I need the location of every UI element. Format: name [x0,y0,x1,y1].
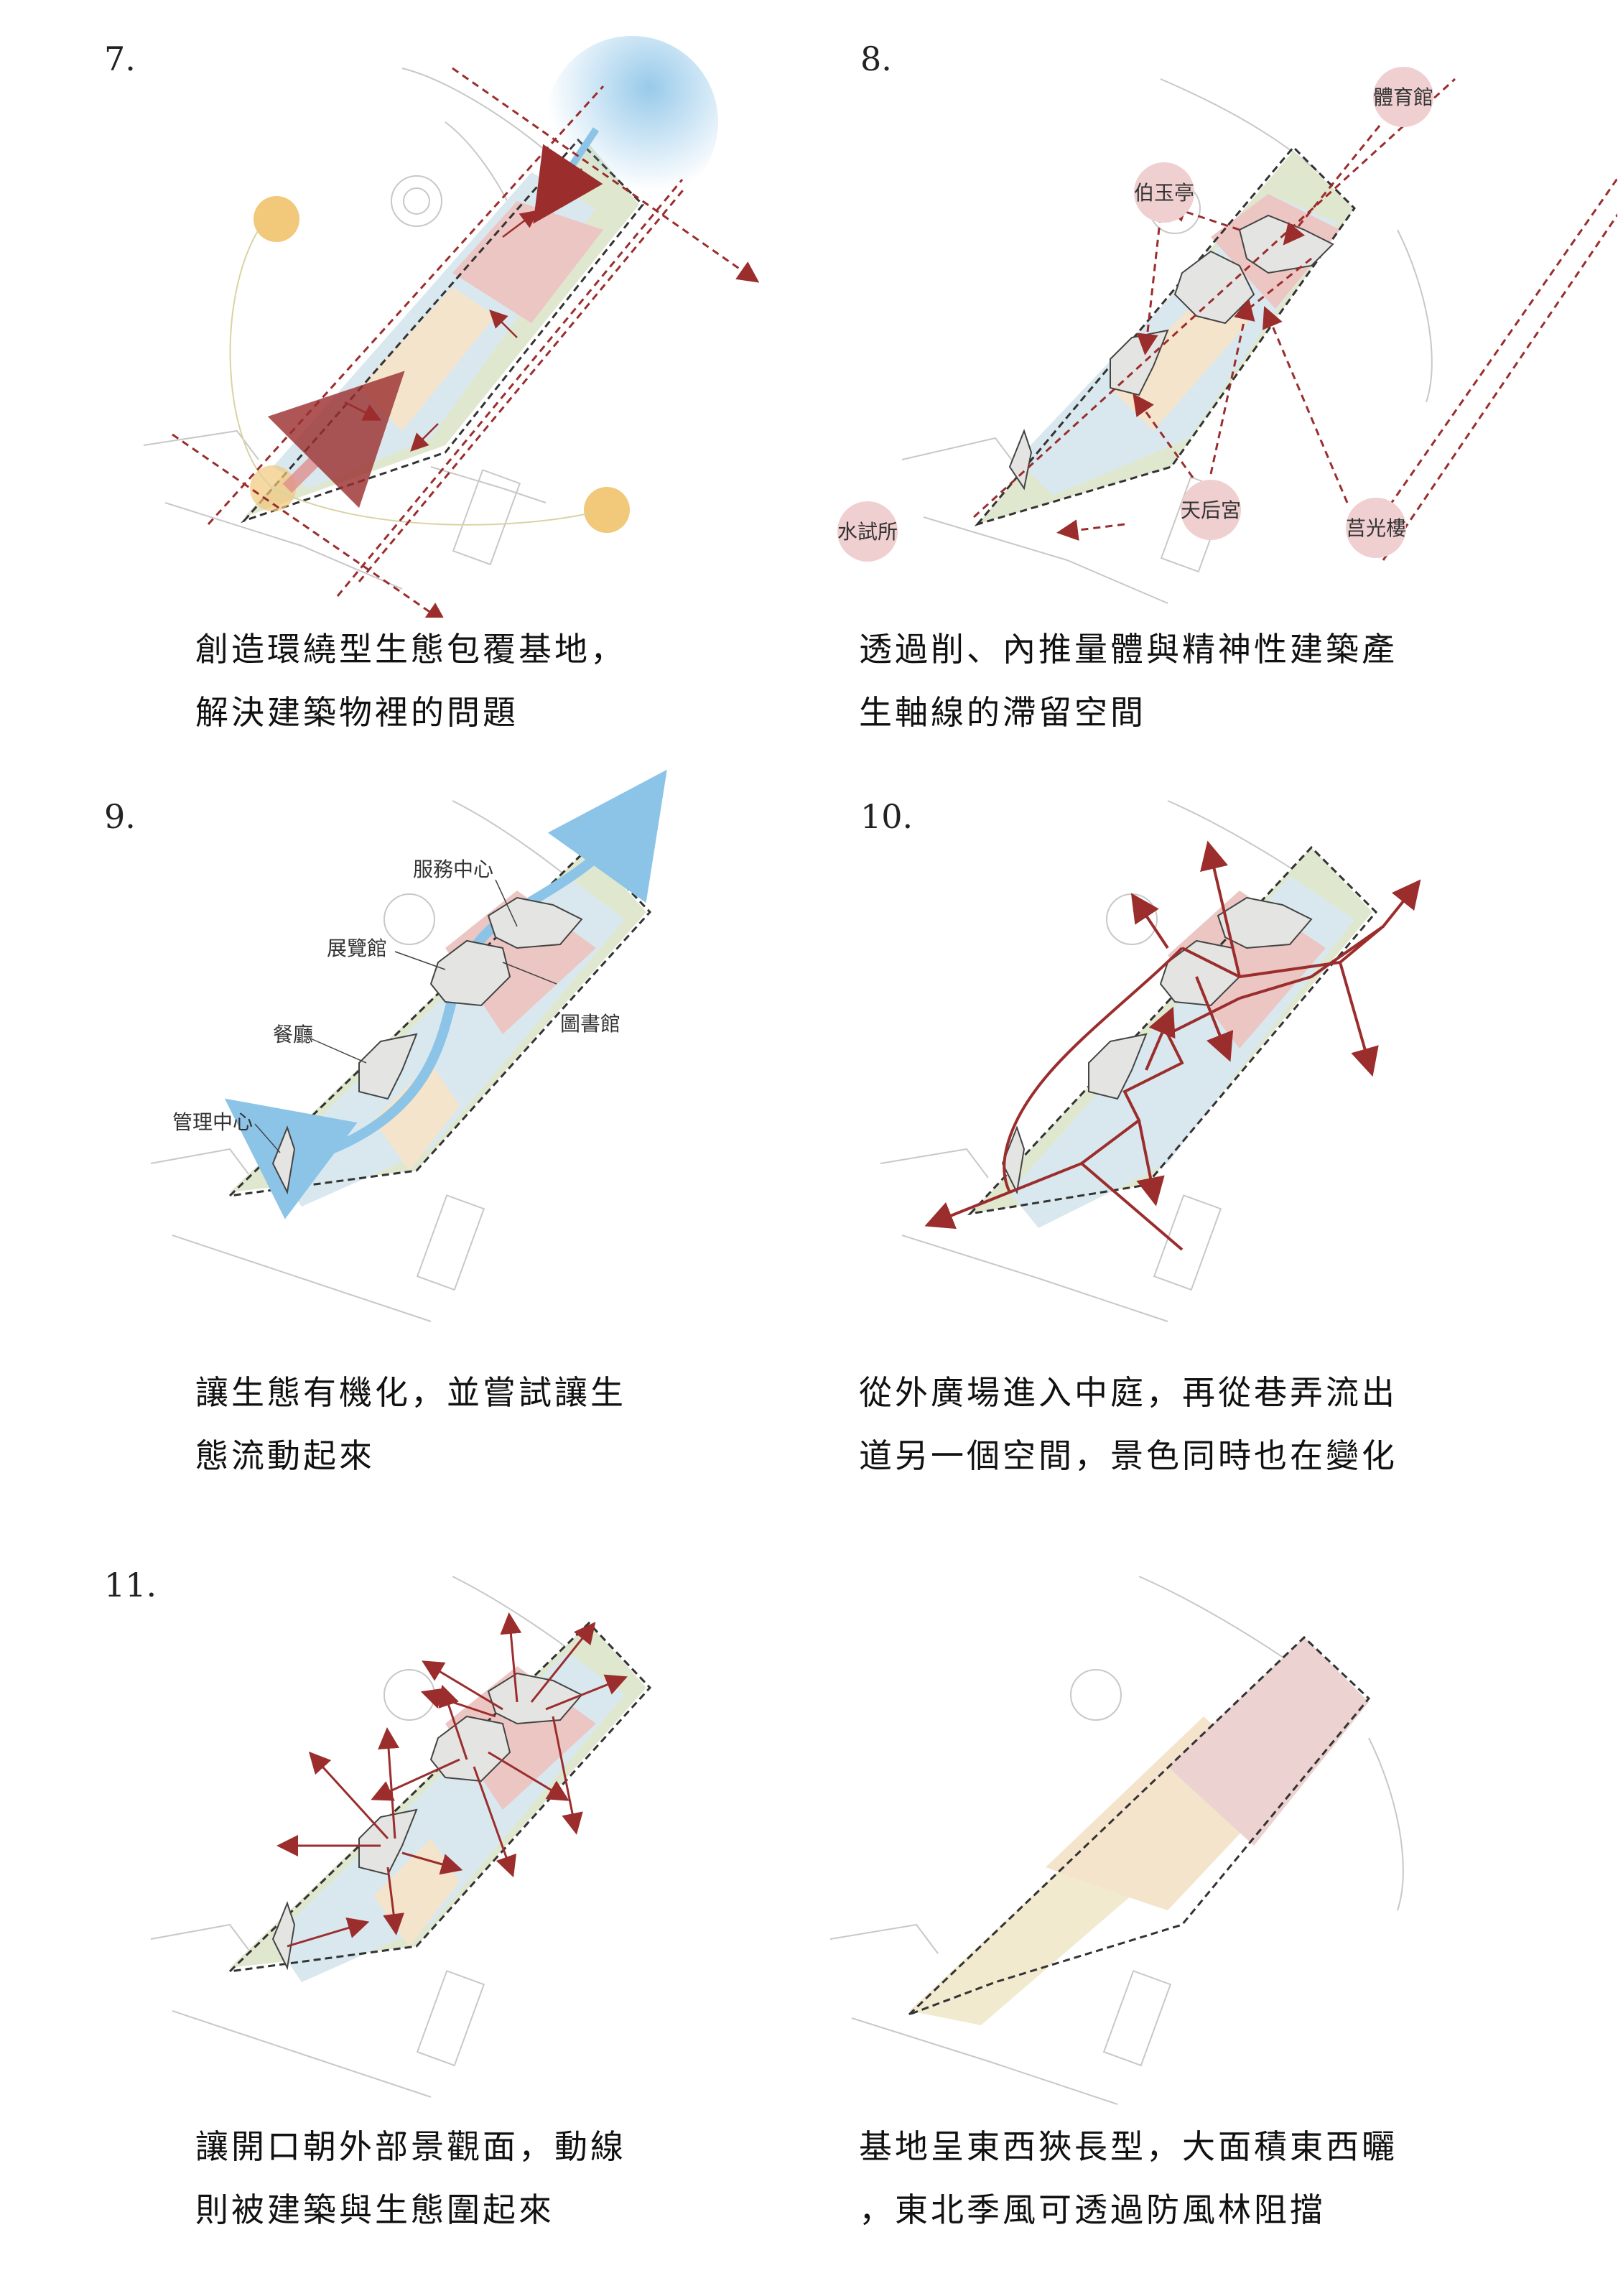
diagram-12 [829,1576,1404,2105]
label-juguang-tower: 莒光樓 [1346,498,1406,558]
caption-line: 從外廣場進入中庭，再從巷弄流出 [859,1373,1398,1412]
sun-icon [254,196,299,242]
label-exhibition-hall: 展覽館 [327,936,387,960]
context-map [829,1576,1404,2105]
panel-number: 7. [104,39,136,78]
label-fisheries-institute: 水試所 [837,501,898,562]
building-masses [271,1672,583,1971]
caption: 從外廣場進入中庭，再從巷弄流出 道另一個空間，景色同時也在變化 [859,1361,1398,1487]
panel-number: 11. [104,1566,157,1604]
caption-line: 態流動起來 [195,1436,375,1475]
panel-number: 8. [860,39,892,78]
sun-icon [584,487,630,533]
caption: 基地呈東西狹長型，大面積東西曬 ，東北季風可透過防風林阻擋 [859,2115,1398,2241]
label-service-center: 服務中心 [413,857,493,881]
caption-line: ，東北季風可透過防風林阻擋 [859,2190,1326,2229]
caption-line: 讓開口朝外部景觀面，動線 [195,2127,626,2166]
beige-zone [373,1063,460,1171]
panel-11: 11. [0,1523,809,2284]
diagram-7 [143,36,760,618]
ventilation-arrow-icon [267,371,405,508]
label-restaurant: 餐廳 [273,1023,313,1046]
inward-arrows [344,168,582,452]
panel-number: 9. [104,797,136,836]
panel-7: 7. [0,0,809,761]
panel-10: 10. [809,761,1617,1523]
label-stadium: 體育館 [1373,67,1433,127]
caption-line: 道另一個空間，景色同時也在變化 [859,1436,1398,1475]
diagram-8: 體育館 伯玉亭 水試所 天后宮 莒光樓 [837,67,1617,604]
building-masses [1001,896,1313,1195]
site-outline [908,1635,1371,2016]
context-map [150,1576,618,2098]
pink-zone [1168,1637,1369,1846]
opening-arrows [276,1612,628,1948]
panel-8: 8. [809,0,1617,761]
label-library: 圖書館 [560,1012,620,1036]
caption: 讓開口朝外部景觀面，動線 則被建築與生態圍起來 [195,2115,626,2241]
label-text: 水試所 [837,520,898,544]
leader-lines [254,879,557,1153]
caption-line: 解決建築物裡的問題 [195,693,519,732]
caption: 創造環繞型生態包覆基地， 解決建築物裡的問題 [195,618,626,744]
diagram-11 [150,1576,652,2098]
label-boyu-pavilion: 伯玉亭 [1134,162,1194,223]
caption-line: 基地呈東西狹長型，大面積東西曬 [859,2127,1398,2166]
diagram-9: 服務中心 展覽館 圖書館 餐廳 管理中心 [150,769,667,1322]
label-text: 體育館 [1373,85,1433,109]
caption-line: 透過削、內推量體與精神性建築產 [859,630,1398,669]
caption: 讓生態有機化，並嘗試讓生 態流動起來 [195,1361,626,1487]
label-text: 伯玉亭 [1134,181,1194,205]
caption-line: 生軸線的滯留空間 [859,693,1146,732]
caption-line: 讓生態有機化，並嘗試讓生 [195,1373,626,1412]
label-management-center: 管理中心 [172,1110,253,1134]
panel-12: 基地呈東西狹長型，大面積東西曬 ，東北季風可透過防風林阻擋 [809,1523,1617,2284]
caption-line: 創造環繞型生態包覆基地， [195,630,626,669]
panel-9: 9. [0,761,809,1523]
label-tianhou-temple: 天后宮 [1181,480,1241,540]
axis-lines [172,67,760,618]
caption-line: 則被建築與生態圍起來 [195,2190,554,2229]
label-text: 天后宮 [1181,498,1241,522]
pink-zone [452,201,603,323]
label-text: 莒光樓 [1346,516,1406,540]
caption: 透過削、內推量體與精神性建築產 生軸線的滯留空間 [859,618,1398,744]
circulation-paths [924,840,1421,1251]
axis-lines [972,78,1617,561]
building-masses [271,896,583,1195]
panel-number: 10. [860,797,913,836]
diagram-10 [880,800,1421,1322]
